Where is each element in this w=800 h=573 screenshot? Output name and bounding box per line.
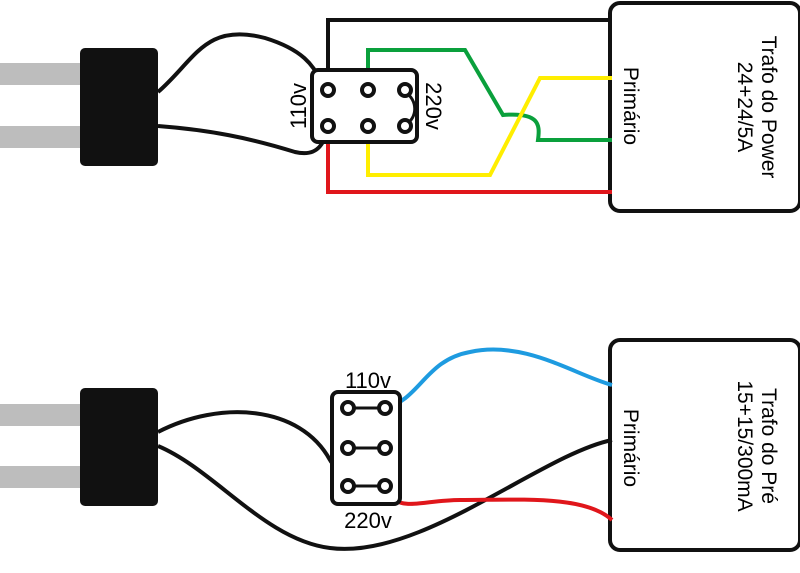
bottom-circuit: 110v 220v Primário Trafo do Pré 15+15/30… <box>0 338 800 552</box>
top-wire-yellow <box>366 76 612 177</box>
top-switch-terminal <box>360 118 376 134</box>
bottom-switch-terminal <box>340 478 356 494</box>
top-switch-220-label: 220v <box>421 82 446 130</box>
bottom-switch-terminal <box>340 400 356 416</box>
top-plug-prong-lower <box>0 126 86 148</box>
top-wire-red <box>326 126 612 194</box>
bottom-voltage-switch <box>330 390 402 506</box>
bottom-plug-prong-upper <box>0 404 86 426</box>
bottom-switch-110-label: 110v <box>345 368 391 393</box>
bottom-transformer-title: Trafo do Pré <box>757 388 780 504</box>
top-circuit: 110v 220v Primário Trafo do Power 24+24/… <box>0 1 800 213</box>
bottom-plug-cord-lower <box>157 438 613 551</box>
top-wire-green <box>366 48 612 142</box>
bottom-plug-prong-lower <box>0 466 86 488</box>
bottom-switch-terminal <box>340 440 356 456</box>
bottom-plug-body <box>80 388 158 506</box>
top-switch-terminal <box>320 118 336 134</box>
bottom-wire-red <box>383 485 614 522</box>
top-switch-terminal <box>397 118 413 134</box>
top-transformer-spec: 24+24/5A <box>733 62 756 153</box>
top-plug-body <box>80 48 158 166</box>
top-switch-110-label: 110v <box>286 83 311 129</box>
top-switch-body <box>310 68 419 144</box>
top-primary-label: Primário <box>619 67 642 145</box>
bottom-wire-blue <box>384 347 613 410</box>
bottom-transformer-spec: 15+15/300mA <box>733 380 756 511</box>
bottom-switch-220-label: 220v <box>344 508 392 533</box>
bottom-switch-terminal <box>377 478 393 494</box>
bottom-plug-cord-upper <box>157 410 350 467</box>
top-plug-prong-upper <box>0 63 86 85</box>
top-switch-terminal <box>320 82 336 98</box>
top-switch-terminal <box>397 82 413 98</box>
bottom-switch-terminal <box>377 440 393 456</box>
top-wire-black <box>326 18 612 90</box>
bottom-primary-label: Primário <box>619 409 642 487</box>
bottom-transformer-box <box>608 338 800 552</box>
top-voltage-switch <box>310 68 419 144</box>
top-transformer-title: Trafo do Power <box>757 36 780 179</box>
top-switch-terminal <box>360 82 376 98</box>
top-transformer-box <box>608 1 800 213</box>
top-plug-cord-lower <box>157 124 330 156</box>
top-power-plug <box>0 48 158 166</box>
bottom-switch-terminal <box>377 400 393 416</box>
bottom-power-plug <box>0 388 158 506</box>
